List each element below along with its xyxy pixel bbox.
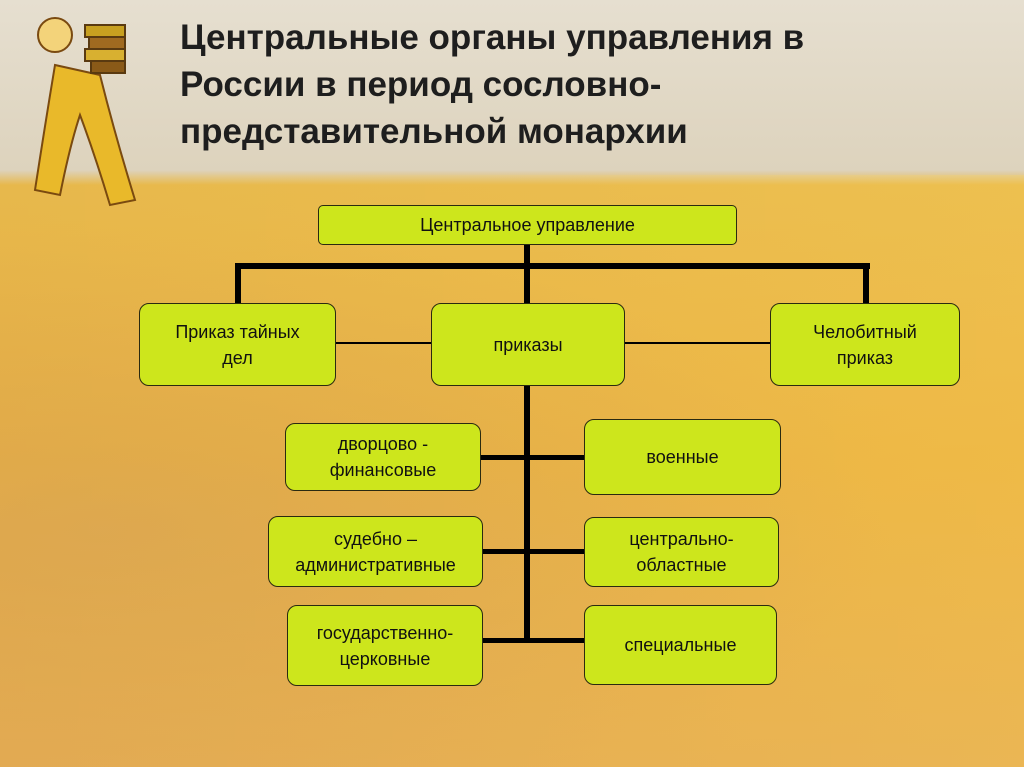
- connector: [524, 386, 530, 643]
- connector: [483, 549, 584, 554]
- connector: [481, 455, 584, 460]
- box-central-regional: центрально- областные: [584, 517, 779, 587]
- connector: [483, 638, 584, 643]
- box-palace-financial: дворцово - финансовые: [285, 423, 481, 491]
- box-military: военные: [584, 419, 781, 495]
- box-state-church: государственно- церковные: [287, 605, 483, 686]
- connector: [524, 245, 530, 305]
- slide-title: Центральные органы управления в России в…: [180, 18, 805, 151]
- box-petition-prikaz: Челобитный приказ: [770, 303, 960, 386]
- background: [0, 175, 1024, 767]
- connector: [235, 263, 241, 304]
- box-secret-affairs: Приказ тайных дел: [139, 303, 336, 386]
- box-central-administration: Центральное управление: [318, 205, 737, 245]
- connector: [236, 263, 870, 269]
- connector: [863, 263, 869, 304]
- box-judicial-administrative: судебно – административные: [268, 516, 483, 587]
- scholar-with-books-clipart: [33, 17, 137, 207]
- box-special: специальные: [584, 605, 777, 685]
- box-prikazy: приказы: [431, 303, 625, 386]
- connector: [625, 342, 770, 344]
- connector: [336, 342, 431, 344]
